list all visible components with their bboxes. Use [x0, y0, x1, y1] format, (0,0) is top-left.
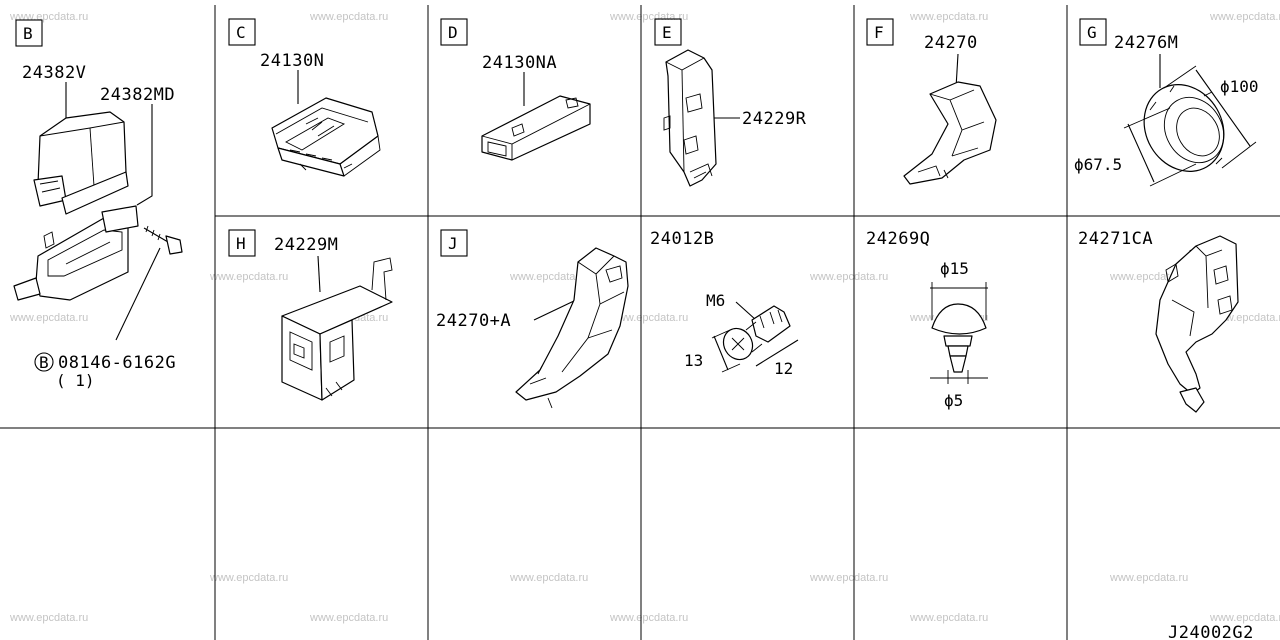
cell-letter: B: [23, 24, 33, 43]
watermark: www.epcdata.ru: [309, 11, 388, 23]
cell-f: F 24270: [866, 18, 997, 185]
wire-clip: [663, 49, 717, 187]
part-number-label: 24229R: [742, 109, 807, 129]
part-number-label: 24269Q: [866, 229, 930, 249]
cell-bracket: 24271CA: [1078, 229, 1239, 413]
watermarks: www.epcdata.ru www.epcdata.ru www.epcdat…: [9, 11, 1280, 624]
cell-letter: G: [1087, 23, 1097, 42]
part-number-label: 24270+A: [436, 311, 511, 331]
cell-letter: J: [448, 234, 458, 253]
dimension-label: ϕ100: [1220, 77, 1259, 96]
grid-lines: [0, 5, 1280, 640]
thread-label: M6: [706, 291, 725, 310]
hex-bolt: [722, 305, 791, 361]
part-number-label: 24271CA: [1078, 229, 1153, 249]
dimension-label: ϕ5: [944, 391, 963, 410]
watermark: www.epcdata.ru: [609, 312, 688, 324]
watermark: www.epcdata.ru: [9, 11, 88, 23]
watermark: www.epcdata.ru: [609, 612, 688, 624]
part-number-label: 24130N: [260, 51, 324, 71]
quantity-label: ( 1): [56, 371, 95, 390]
connector-housing: [271, 97, 381, 177]
grommet: [1143, 84, 1225, 172]
watermark: www.epcdata.ru: [509, 572, 588, 584]
watermark: www.epcdata.ru: [9, 312, 88, 324]
watermark: www.epcdata.ru: [209, 572, 288, 584]
push-clip: [931, 303, 987, 373]
watermark: www.epcdata.ru: [309, 612, 388, 624]
dimension-label: ϕ15: [940, 259, 969, 278]
watermark: www.epcdata.ru: [809, 572, 888, 584]
cell-letter: D: [448, 23, 458, 42]
cell-h: H 24229M: [228, 229, 393, 401]
dimension-label: 13: [684, 351, 703, 370]
cell-bolt: 24012B M6 13 12: [650, 229, 799, 378]
cell-c: C 24130N: [228, 18, 381, 177]
relay-box-cover: [33, 111, 129, 215]
part-number-label: 24012B: [650, 229, 714, 249]
cell-letter: H: [236, 234, 246, 253]
cell-b: B 24382V 24382MD: [13, 19, 183, 390]
watermark: www.epcdata.ru: [209, 271, 288, 283]
watermark: www.epcdata.ru: [9, 612, 88, 624]
harness-protector: [903, 81, 997, 185]
connector-bracket: [281, 257, 393, 401]
part-number-label: 24130NA: [482, 53, 557, 73]
watermark: www.epcdata.ru: [909, 612, 988, 624]
cell-e: E 24229R: [654, 18, 807, 187]
bolt-badge: B: [39, 353, 49, 372]
part-number-label: 24382V: [22, 63, 86, 83]
part-number-label: 24276M: [1114, 33, 1178, 53]
part-number-label: 08146-6162G: [58, 353, 176, 373]
part-number-label: 24229M: [274, 235, 338, 255]
cell-letter: C: [236, 23, 246, 42]
watermark: www.epcdata.ru: [609, 11, 688, 23]
cell-clip: 24269Q ϕ15 ϕ5: [866, 229, 988, 410]
watermark: www.epcdata.ru: [1209, 612, 1280, 624]
watermark: www.epcdata.ru: [1209, 11, 1280, 23]
harness-protector-long: [515, 247, 629, 409]
bolt-part: [115, 225, 183, 341]
part-number-label: 24270: [924, 33, 978, 53]
cell-letter: F: [874, 23, 884, 42]
cell-g: G 24276M ϕ100 ϕ67.5: [1074, 18, 1259, 187]
relay-box-base: [13, 205, 139, 301]
watermark: www.epcdata.ru: [909, 11, 988, 23]
connector-terminal: [481, 95, 591, 161]
dimension-label: ϕ67.5: [1074, 155, 1122, 174]
dimension-label: 12: [774, 359, 793, 378]
mounting-bracket: [1155, 235, 1239, 413]
watermark: www.epcdata.ru: [809, 271, 888, 283]
drawing-code: J24002G2: [1168, 623, 1254, 640]
cell-letter: E: [662, 23, 672, 42]
cell-d: D 24130NA: [440, 18, 591, 161]
watermark: www.epcdata.ru: [1109, 572, 1188, 584]
part-number-label: 24382MD: [100, 85, 175, 105]
cell-j: J 24270+A: [436, 229, 629, 409]
watermark: www.epcdata.ru: [509, 271, 588, 283]
